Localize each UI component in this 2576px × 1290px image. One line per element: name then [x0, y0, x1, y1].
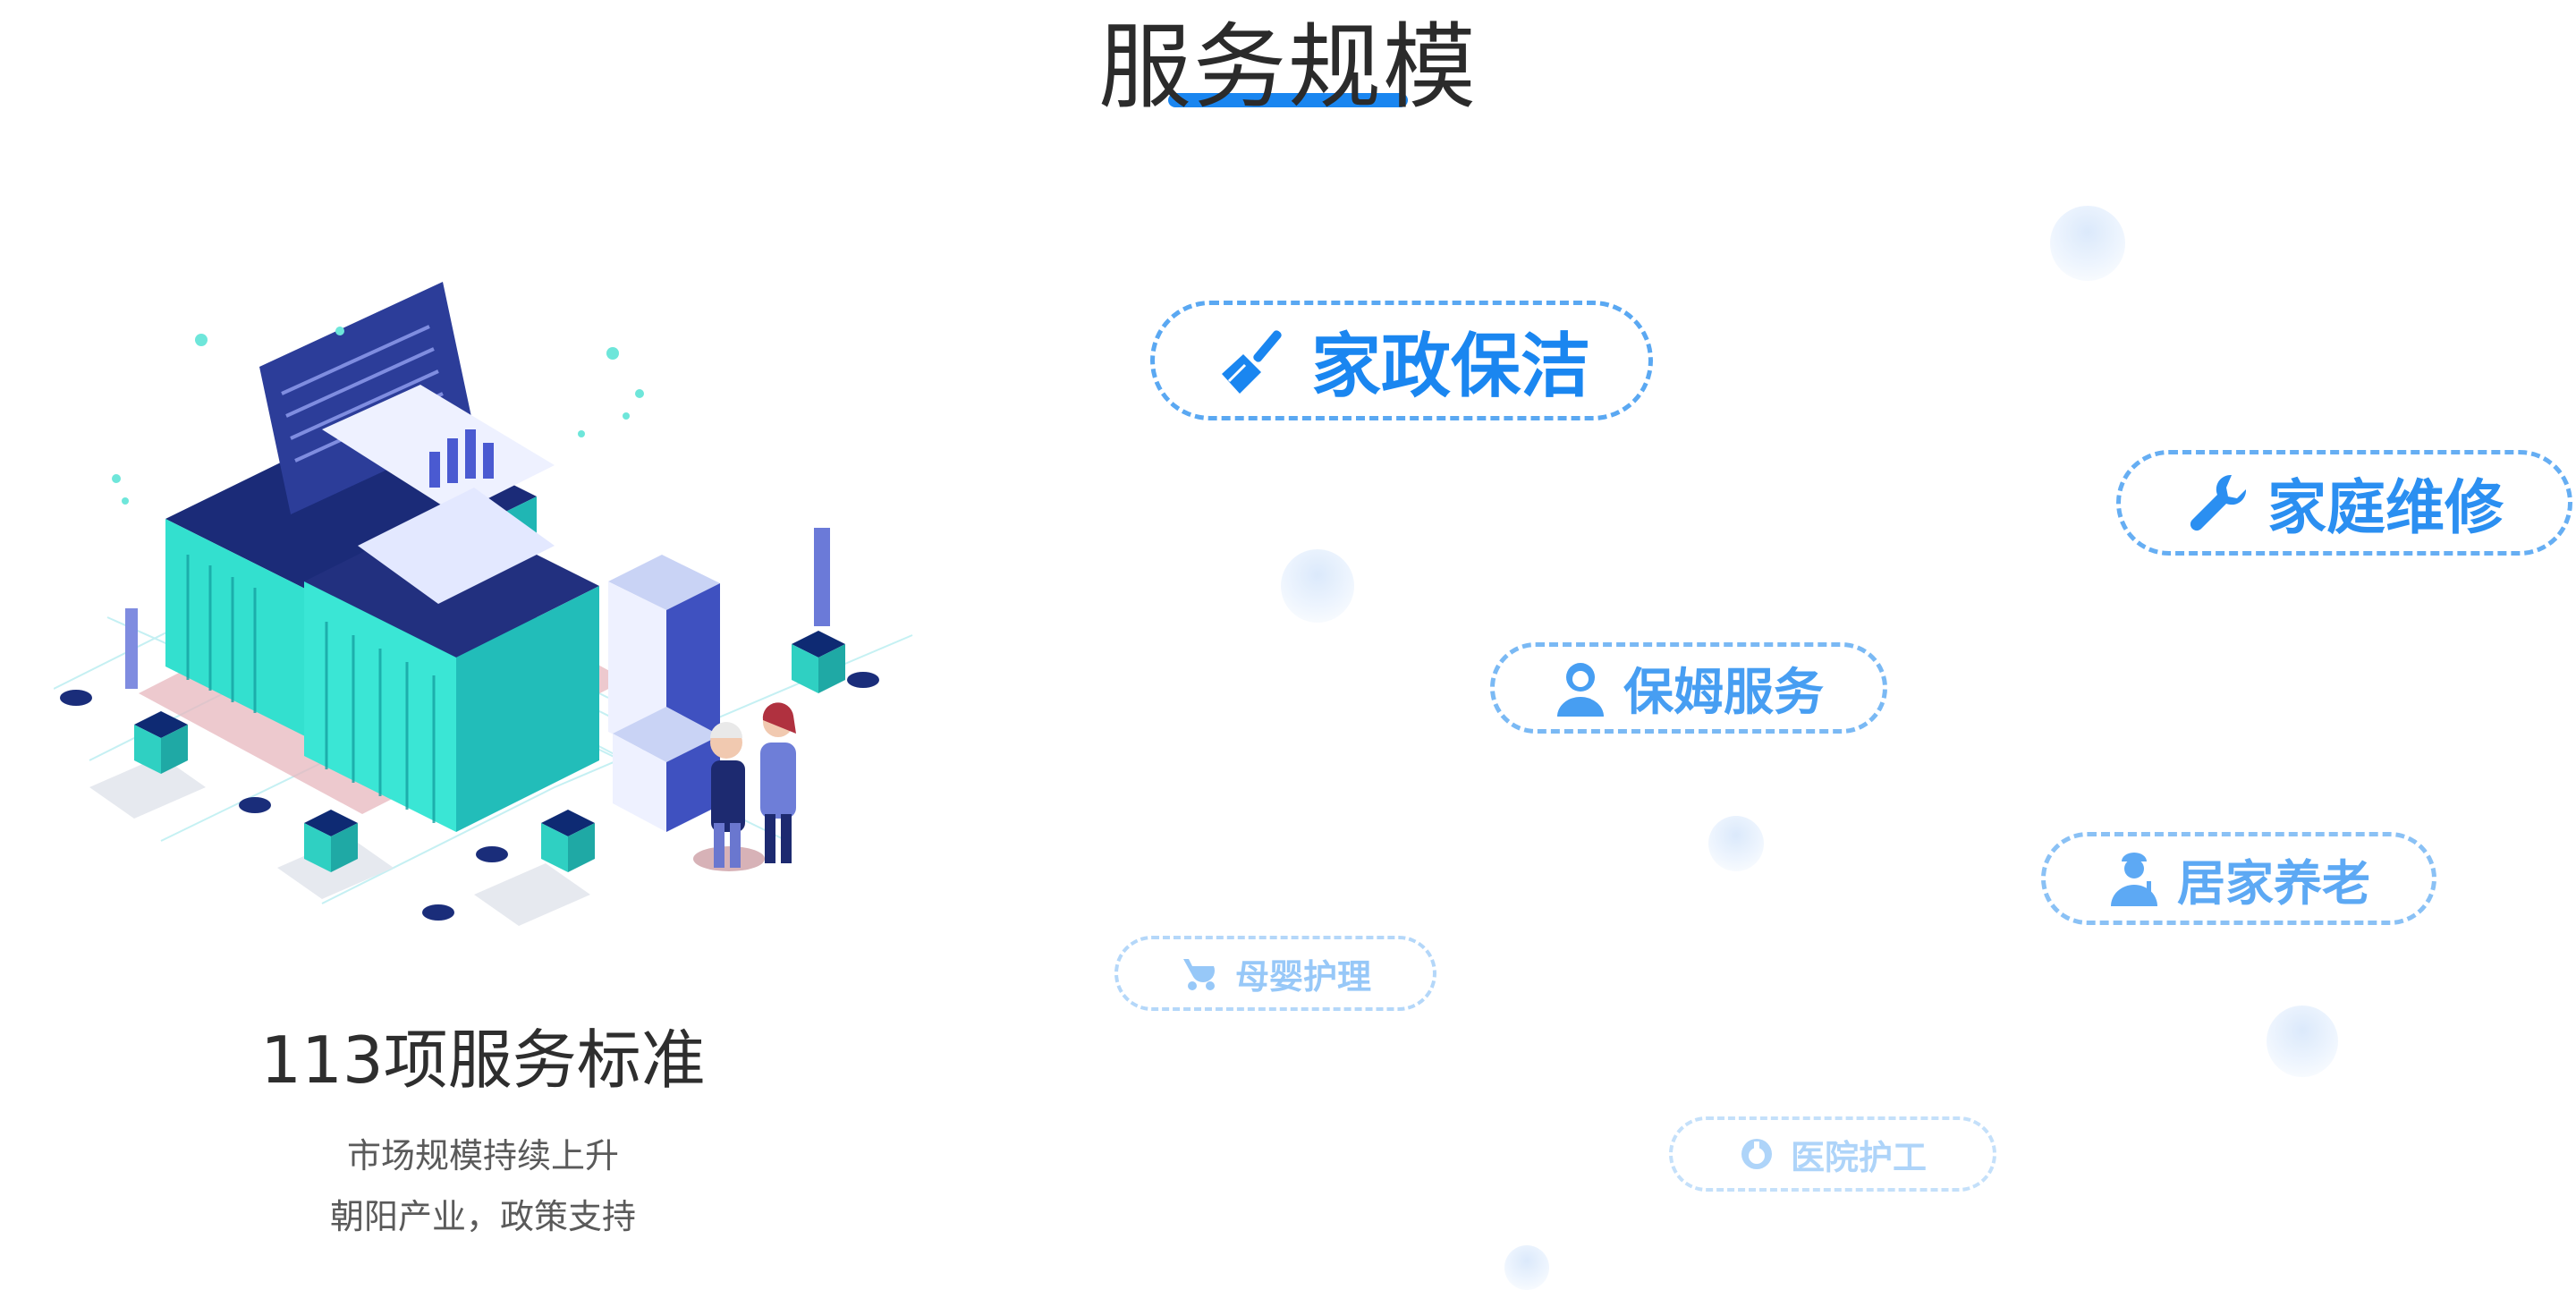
service-tag-maternity-care[interactable]: 母婴护理: [1114, 936, 1436, 1011]
service-tag-hospital-care[interactable]: 医院护工: [1669, 1116, 1996, 1192]
industry-policy-text: 朝阳产业，政策支持: [329, 1197, 636, 1236]
service-tag-housekeeping[interactable]: 家政保洁: [1150, 301, 1653, 420]
title-underline: [1168, 93, 1408, 107]
service-tag-label: 保姆服务: [1623, 663, 1824, 722]
server-illustration: [54, 282, 913, 926]
service-tag-label: 母婴护理: [1234, 956, 1371, 997]
service-standards-headline: 113项服务标准: [260, 1023, 706, 1098]
decor-bubble: [2267, 1006, 2338, 1077]
nurse-icon: [1739, 1136, 1775, 1172]
decor-bubble: [2050, 206, 2125, 281]
service-tag-label: 居家养老: [2177, 854, 2370, 912]
service-tag-label: 医院护工: [1790, 1137, 1927, 1177]
service-tag-label: 家庭维修: [2267, 473, 2504, 542]
nanny-icon: [1554, 658, 1607, 718]
service-tag-label: 家政保洁: [1310, 327, 1590, 407]
service-tag-nanny[interactable]: 保姆服务: [1490, 642, 1887, 734]
wrench-icon: [2185, 470, 2251, 536]
decor-bubble: [1281, 549, 1354, 623]
elderly-icon: [2107, 849, 2161, 908]
market-scale-text: 市场规模持续上升: [346, 1136, 619, 1175]
broom-icon: [1213, 322, 1295, 399]
service-tag-home-repair[interactable]: 家庭维修: [2116, 450, 2572, 556]
stroller-icon: [1180, 955, 1219, 991]
decor-bubble: [1708, 816, 1764, 871]
page-title: 服务规模: [1097, 13, 1478, 122]
decor-bubble: [1504, 1245, 1549, 1290]
service-tag-elderly-care[interactable]: 居家养老: [2041, 832, 2436, 925]
